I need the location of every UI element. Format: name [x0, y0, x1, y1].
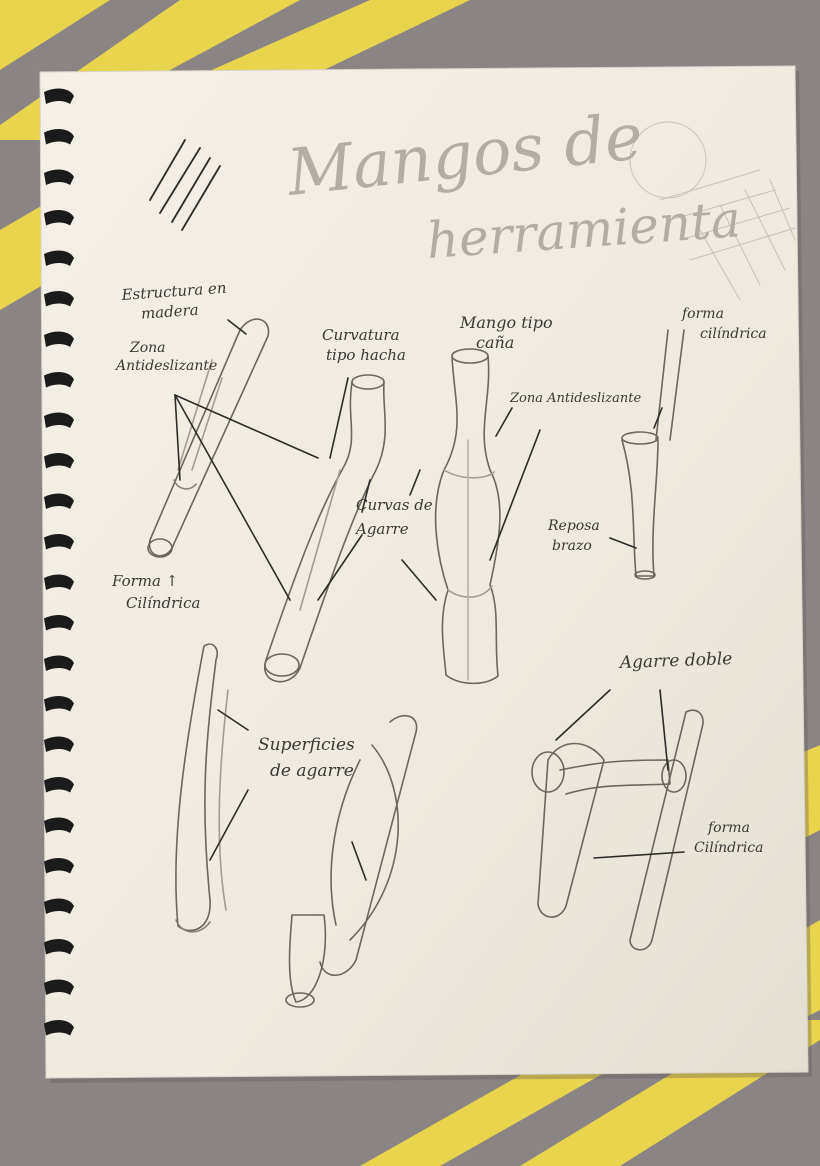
label-agarre-doble: Agarre doble: [617, 649, 732, 673]
label-zona-antideslizante-mid: Zona Antideslizante: [509, 391, 641, 406]
